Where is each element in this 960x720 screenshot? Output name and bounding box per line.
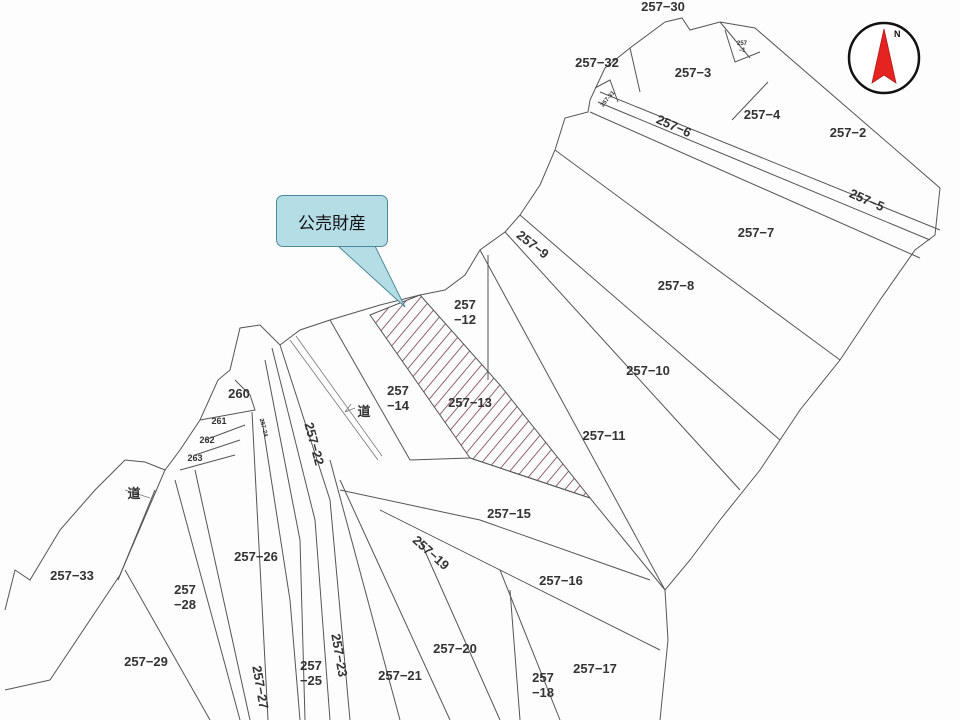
compass-north-label: N [894, 29, 901, 39]
road-arrow-center [344, 403, 356, 413]
parcel-label-257-1: 257−1 [737, 41, 748, 54]
road-label-left: 道 [127, 486, 140, 501]
parcel-label-257-8: 257−8 [658, 278, 695, 293]
parcel-label-257-7: 257−7 [738, 225, 775, 240]
parcel-label-257-4: 257−4 [744, 107, 781, 122]
parcel-label-257-30: 257−30 [641, 0, 685, 14]
parcel-label-257-28: 257−28 [174, 582, 196, 612]
callout-text: 公売財産 [298, 213, 366, 234]
parcel-label-261: 261 [211, 416, 226, 426]
parcel-label-257-23: 257−23 [328, 632, 350, 678]
hatched-parcel-257-13 [369, 294, 592, 500]
parcel-label-260: 260 [228, 386, 250, 401]
parcel-label-257-10: 257−10 [626, 363, 670, 378]
parcel-label-257-21: 257−21 [378, 668, 422, 683]
parcel-label-257-27: 257−27 [249, 664, 271, 710]
parcel-label-257-3: 257−3 [675, 65, 712, 80]
parcel-label-257-11: 257−11 [582, 428, 625, 443]
parcel-label-257-16: 257−16 [539, 573, 583, 588]
parcel-label-257-33: 257−33 [50, 568, 94, 583]
parcel-label-263: 263 [187, 453, 202, 463]
parcel-label-257-18: 257−18 [532, 670, 554, 700]
parcel-label-257-25: 257−25 [300, 658, 322, 688]
parcel-label-257-26: 257−26 [234, 549, 278, 564]
parcel-label-257-17: 257−17 [573, 661, 617, 676]
public-auction-property-callout: 公売財産 [276, 195, 388, 247]
road-label-center: 道 [357, 404, 370, 419]
parcel-label-257-20: 257−20 [433, 641, 477, 656]
parcel-label-257-29: 257−29 [124, 654, 168, 669]
parcel-label-257-12: 257−12 [454, 297, 476, 327]
parcel-label-257-24: 257-24 [258, 418, 269, 438]
parcel-label-257-15: 257−15 [487, 506, 531, 521]
parcel-label-257-32: 257−32 [575, 55, 619, 70]
outer-boundary [659, 17, 941, 720]
north-arrow-icon: N [847, 21, 921, 95]
parcel-label-257-14: 257−14 [387, 383, 410, 413]
parcel-label-262: 262 [199, 435, 214, 445]
parcel-label-257-2: 257−2 [830, 125, 867, 140]
parcel-label-257-13: 257−13 [448, 395, 492, 410]
road-center-line [289, 339, 379, 461]
